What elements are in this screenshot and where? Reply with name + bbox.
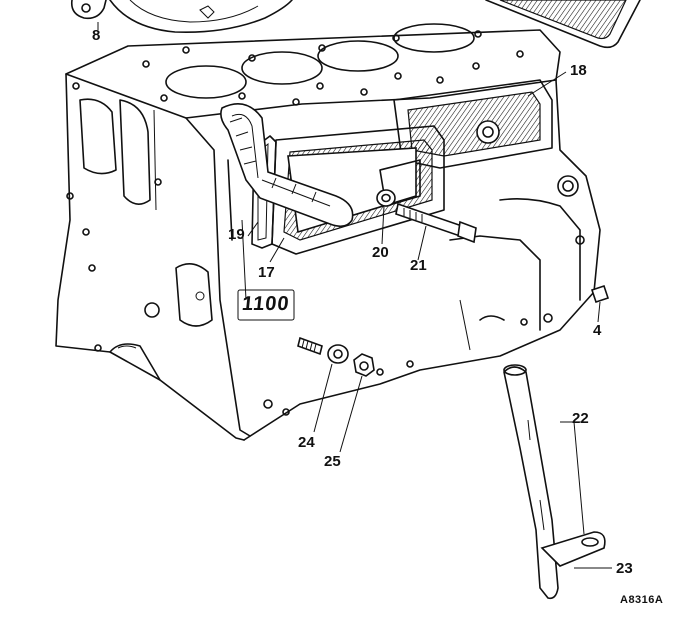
- callout-8: 8: [92, 27, 101, 44]
- callout-23: 23: [616, 560, 633, 577]
- callout-20: 20: [372, 244, 389, 261]
- nut-25: [353, 353, 375, 377]
- bolt-21: [395, 202, 477, 244]
- stud: [297, 336, 323, 356]
- callout-24: 24: [298, 434, 315, 451]
- callout-18: 18: [570, 62, 587, 79]
- cylinder-bores: [142, 23, 524, 114]
- callout-4: 4: [593, 322, 602, 339]
- figure-reference: A8316A: [620, 594, 664, 606]
- dipstick-tube-22: [503, 364, 559, 600]
- breather-pipe: [220, 102, 354, 228]
- callout-21: 21: [410, 257, 427, 274]
- part-8-housing: [70, 0, 293, 34]
- washer-20: [376, 189, 396, 207]
- washer-24: [327, 344, 349, 364]
- leader-lines: [97, 24, 612, 569]
- casting-number: [237, 289, 295, 321]
- dowel-4: [590, 284, 610, 304]
- callout-22: 22: [572, 410, 589, 427]
- cover-plate: [485, 0, 641, 49]
- callout-19: 19: [228, 226, 245, 243]
- casting-number-text: 1100: [240, 293, 291, 315]
- callout-17: 17: [258, 264, 275, 281]
- cylinder-block: [55, 29, 601, 441]
- bracket-23: [540, 531, 606, 567]
- callout-25: 25: [324, 453, 341, 470]
